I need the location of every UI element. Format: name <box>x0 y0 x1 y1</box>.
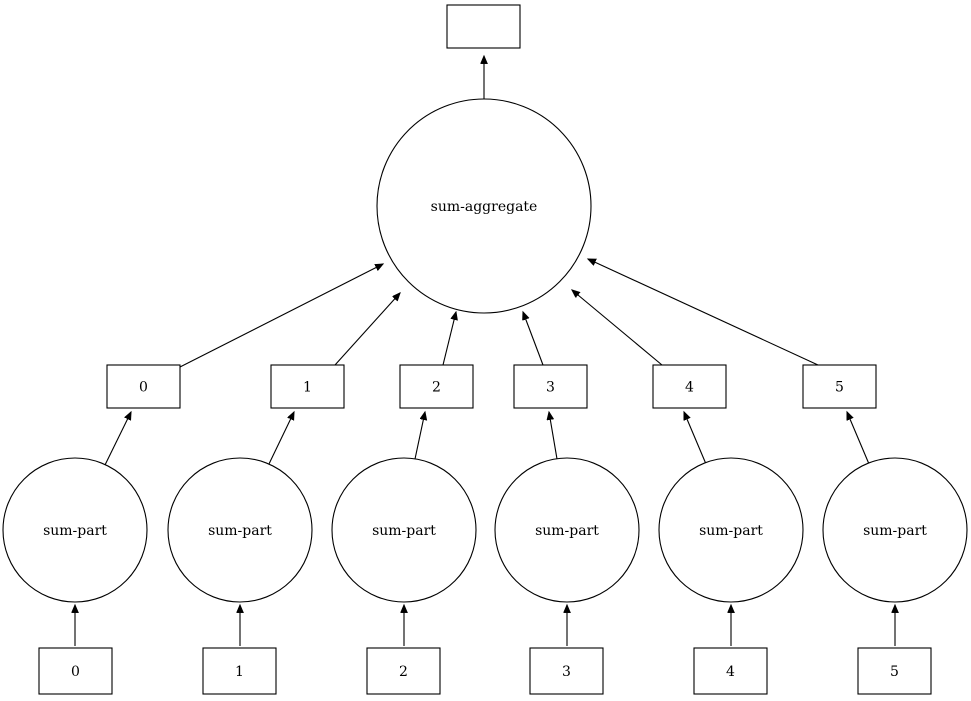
part-node-5[interactable]: sum-part <box>822 457 968 603</box>
part-node-0[interactable]: sum-part <box>2 457 148 603</box>
mid-box-5-shape[interactable] <box>802 364 877 409</box>
edge-line <box>572 290 663 366</box>
edge-line <box>588 259 819 366</box>
input-box-0-label: 0 <box>71 664 80 680</box>
edge-part_0-to-mid_box_0 <box>104 412 131 466</box>
part-node-4-label: sum-part <box>699 523 763 539</box>
mid-box-5-label: 5 <box>835 380 844 396</box>
input-box-2[interactable]: 2 <box>366 647 441 695</box>
mid-box-1[interactable]: 1 <box>270 364 345 409</box>
edge-line <box>267 412 294 467</box>
edge-part_2-to-mid_box_2 <box>414 412 425 460</box>
edge-line <box>549 412 558 460</box>
input-box-4-shape[interactable] <box>693 647 768 695</box>
part-node-5-label: sum-part <box>863 523 927 539</box>
edge-mid_box_0-to-aggregate <box>179 264 383 368</box>
mid-box-0-label: 0 <box>139 380 148 396</box>
input-box-4[interactable]: 4 <box>693 647 768 695</box>
mid-box-3-label: 3 <box>546 380 555 396</box>
edge-line <box>414 412 425 460</box>
mid-box-2-shape[interactable] <box>399 364 474 409</box>
edge-part_5-to-mid_box_5 <box>846 412 870 465</box>
edges-layer <box>75 56 895 646</box>
input-box-4-label: 4 <box>726 664 735 680</box>
mid-box-5[interactable]: 5 <box>802 364 877 409</box>
part-node-2[interactable]: sum-part <box>331 457 477 603</box>
edge-line <box>179 264 383 368</box>
part-node-1-shape[interactable] <box>167 457 313 603</box>
mid-box-1-label: 1 <box>303 380 312 396</box>
part-node-1[interactable]: sum-part <box>167 457 313 603</box>
edge-mid_box_1-to-aggregate <box>334 293 400 366</box>
part-node-4[interactable]: sum-part <box>658 457 804 603</box>
mid-box-4-shape[interactable] <box>652 364 727 409</box>
output-box[interactable] <box>446 4 521 49</box>
output-box-shape[interactable] <box>446 4 521 49</box>
input-box-1-label: 1 <box>235 664 244 680</box>
input-box-3-shape[interactable] <box>529 647 604 695</box>
input-box-0[interactable]: 0 <box>38 647 113 695</box>
aggregate-node[interactable]: sum-aggregate <box>376 98 592 314</box>
input-box-0-shape[interactable] <box>38 647 113 695</box>
part-node-1-label: sum-part <box>208 523 272 539</box>
part-node-2-label: sum-part <box>372 523 436 539</box>
edge-line <box>846 412 870 465</box>
part-node-0-shape[interactable] <box>2 457 148 603</box>
input-box-2-label: 2 <box>399 664 408 680</box>
input-box-5[interactable]: 5 <box>857 647 932 695</box>
mid-box-2[interactable]: 2 <box>399 364 474 409</box>
input-box-2-shape[interactable] <box>366 647 441 695</box>
part-node-3-shape[interactable] <box>494 457 640 603</box>
edge-line <box>442 312 456 366</box>
edge-line <box>104 412 131 466</box>
part-node-4-shape[interactable] <box>658 457 804 603</box>
part-node-5-shape[interactable] <box>822 457 968 603</box>
mid-box-4[interactable]: 4 <box>652 364 727 409</box>
mid-box-3[interactable]: 3 <box>513 364 588 409</box>
nodes-layer: sum-aggregate 0 1 2 3 4 5 sum-part sum-part sum-p… <box>2 4 968 695</box>
mid-box-2-label: 2 <box>432 380 441 396</box>
mid-box-0-shape[interactable] <box>106 364 181 409</box>
part-node-0-label: sum-part <box>43 523 107 539</box>
part-node-3[interactable]: sum-part <box>494 457 640 603</box>
edge-line <box>683 412 707 465</box>
part-node-3-label: sum-part <box>535 523 599 539</box>
mid-box-1-shape[interactable] <box>270 364 345 409</box>
edge-part_1-to-mid_box_1 <box>267 412 294 467</box>
input-box-5-shape[interactable] <box>857 647 932 695</box>
input-box-3-label: 3 <box>562 664 571 680</box>
edge-line <box>334 293 400 366</box>
edge-mid_box_4-to-aggregate <box>572 290 663 366</box>
edge-part_3-to-mid_box_3 <box>549 412 558 460</box>
edge-mid_box_3-to-aggregate <box>523 312 544 366</box>
edge-mid_box_2-to-aggregate <box>442 312 456 366</box>
mid-box-0[interactable]: 0 <box>106 364 181 409</box>
input-box-1[interactable]: 1 <box>202 647 277 695</box>
mid-box-3-shape[interactable] <box>513 364 588 409</box>
input-box-3[interactable]: 3 <box>529 647 604 695</box>
edge-part_4-to-mid_box_4 <box>683 412 707 465</box>
edge-mid_box_5-to-aggregate <box>588 259 819 366</box>
edge-line <box>523 312 544 366</box>
input-box-1-shape[interactable] <box>202 647 277 695</box>
input-box-5-label: 5 <box>890 664 899 680</box>
aggregate-node-label: sum-aggregate <box>431 199 538 215</box>
mid-box-4-label: 4 <box>685 380 694 396</box>
part-node-2-shape[interactable] <box>331 457 477 603</box>
aggregate-node-shape[interactable] <box>376 98 592 314</box>
